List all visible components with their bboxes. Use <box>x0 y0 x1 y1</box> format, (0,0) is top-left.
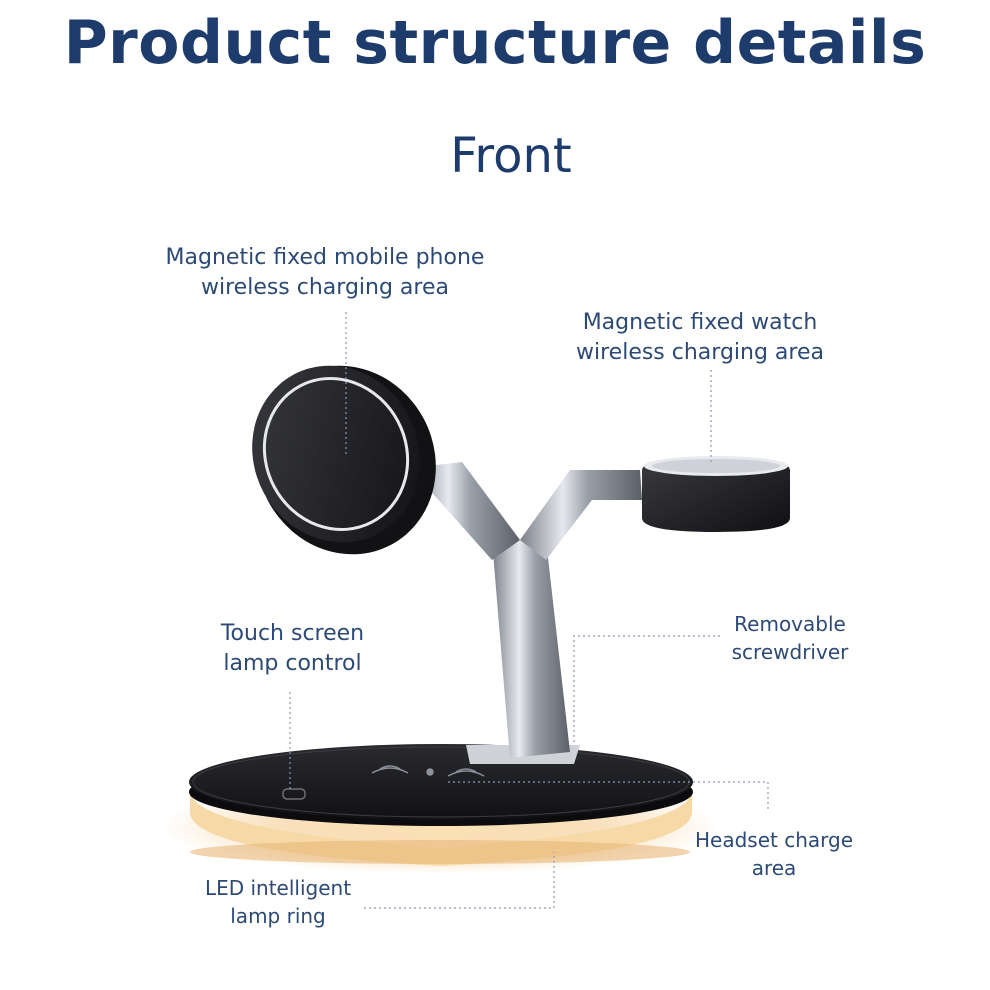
label-phone-charging-area: Magnetic fixed mobile phone wireless cha… <box>165 245 485 300</box>
label-headset-charge-area: Headset charge area <box>694 828 854 880</box>
label-touch-lamp-control: Touch screen lamp control <box>220 621 365 676</box>
phone-charger-puck <box>252 365 436 555</box>
label-led-lamp-ring: LED intelligent lamp ring <box>204 876 352 928</box>
label-removable-screwdriver: Removable screwdriver <box>731 612 849 664</box>
guide-lines <box>289 312 769 909</box>
touch-button-icon <box>282 788 306 800</box>
page-subtitle: Front <box>450 128 572 184</box>
chrome-stem <box>492 540 570 758</box>
page-title: Product structure details <box>63 8 927 78</box>
label-watch-charging-area: Magnetic fixed watch wireless charging a… <box>576 310 824 365</box>
wireless-charge-icon <box>371 765 485 777</box>
chrome-arm-right <box>520 470 642 560</box>
guide-line-headset <box>448 781 769 812</box>
guide-line-led <box>364 852 555 909</box>
chrome-arm-left <box>410 462 520 560</box>
watch-charger-puck <box>642 456 790 532</box>
base-disk <box>189 744 693 820</box>
guide-line-screwdriver <box>573 635 720 742</box>
